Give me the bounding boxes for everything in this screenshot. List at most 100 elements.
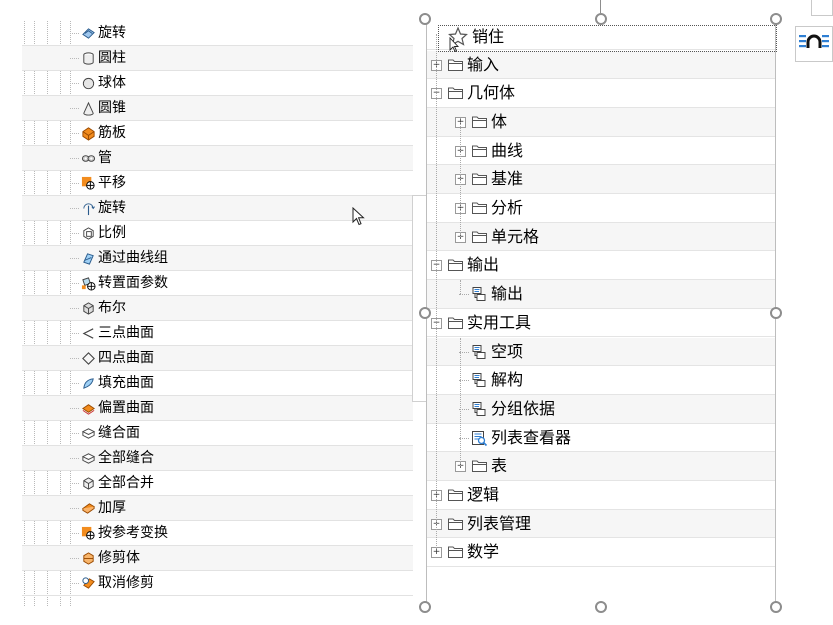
tree-item[interactable]: 修剪体 [22, 546, 413, 571]
tree-item[interactable]: 比例 [22, 221, 413, 246]
sew-all-icon [80, 450, 96, 466]
tree-connector [70, 433, 79, 434]
tree-item-label: 球体 [98, 75, 126, 91]
tree-item-label: 圆柱 [98, 50, 126, 66]
resize-handle-bottom-left[interactable] [419, 601, 431, 613]
tree-connector [70, 258, 79, 259]
library-tree-item[interactable]: +体 [427, 107, 775, 137]
library-tree-item[interactable]: +分析 [427, 194, 775, 223]
tree-item[interactable]: 取消修剪 [22, 571, 413, 596]
library-item-label: 输出 [491, 284, 524, 304]
tree-item[interactable]: 全部缝合 [22, 446, 413, 471]
tree-item[interactable]: 旋转 [22, 196, 413, 221]
tree-connector [70, 183, 79, 184]
library-item-label: 基准 [491, 169, 524, 189]
tree-item[interactable]: 球体 [22, 71, 413, 96]
untrim-icon [80, 575, 96, 591]
pin-label[interactable]: 销住 [472, 27, 505, 46]
library-tree-item[interactable]: 解构 [427, 366, 775, 395]
component-node-icon [471, 372, 488, 389]
tree-connector [70, 408, 79, 409]
library-tree-item[interactable]: 列表查看器 [427, 424, 775, 453]
library-tree-item[interactable]: −实用工具 [427, 309, 775, 338]
tree-connector [70, 108, 79, 109]
tree-guide-line [460, 337, 461, 467]
library-item-label: 表 [491, 456, 508, 476]
tree-item[interactable]: 转置面参数 [22, 271, 413, 296]
tree-connector [459, 437, 469, 439]
resize-handle-top-left[interactable] [419, 13, 431, 25]
library-tree-item[interactable]: +基准 [427, 165, 775, 194]
pin-icon[interactable] [447, 26, 469, 52]
tree-item-label: 圆锥 [98, 100, 126, 116]
folder-icon [471, 200, 489, 216]
pin-row-selection[interactable] [438, 25, 777, 52]
tree-item-label: 转置面参数 [98, 275, 168, 291]
expand-icon[interactable]: + [431, 547, 442, 559]
library-tree-item[interactable]: +输入 [427, 50, 775, 80]
tree-item[interactable]: 通过曲线组 [22, 246, 413, 271]
translate-icon [80, 175, 96, 191]
resize-handle-right[interactable] [770, 307, 782, 319]
tree-connector [459, 408, 469, 410]
reference-transform-icon [80, 525, 96, 541]
tree-item-label: 管 [98, 150, 112, 166]
boolean-icon [80, 300, 96, 316]
tree-item[interactable]: 平移 [22, 171, 413, 196]
library-item-label: 分析 [491, 198, 524, 217]
library-tree-item[interactable]: +曲线 [427, 137, 775, 166]
tree-item[interactable]: 四点曲面 [22, 346, 413, 371]
wrap-text-button[interactable] [795, 26, 833, 62]
resize-handle-bottom[interactable] [595, 601, 607, 613]
splitter-frame[interactable] [412, 195, 427, 402]
tree-item-label: 全部缝合 [98, 450, 154, 466]
pin-row[interactable] [427, 21, 775, 50]
resize-handle-top[interactable] [595, 13, 607, 25]
library-tree-item[interactable]: 空项 [427, 337, 775, 367]
library-item-label: 单元格 [491, 226, 540, 246]
left-command-tree: 旋转圆柱球体圆锥筋板管平移旋转比例通过曲线组转置面参数布尔三点曲面四点曲面填充曲… [22, 21, 413, 606]
tree-item[interactable]: 加厚 [22, 496, 413, 521]
rotate-icon [80, 200, 96, 216]
trim-body-icon [80, 550, 96, 566]
tree-connector [70, 483, 79, 484]
resize-handle-bottom-right[interactable] [770, 601, 782, 613]
tree-connector [459, 351, 469, 353]
library-tree-item[interactable]: 分组依据 [427, 394, 775, 424]
library-tree-item[interactable]: +表 [427, 452, 775, 481]
folder-icon [447, 315, 465, 331]
tree-item[interactable]: 全部合并 [22, 471, 413, 496]
resize-handle-left[interactable] [419, 307, 431, 319]
tree-item[interactable]: 三点曲面 [22, 321, 413, 346]
tree-item[interactable]: 按参考变换 [22, 521, 413, 546]
offset-surface-icon [80, 400, 96, 416]
library-tree-item[interactable]: −输出 [427, 251, 775, 281]
library-item-label: 实用工具 [467, 312, 532, 332]
component-node-icon [471, 344, 488, 361]
folder-icon [447, 257, 465, 273]
tree-item[interactable]: 布尔 [22, 296, 413, 321]
tree-item[interactable]: 旋转 [22, 21, 413, 46]
tree-connector [70, 558, 79, 559]
tree-item[interactable]: 缝合面 [22, 421, 413, 446]
ribbon-tab-fragment[interactable] [811, 0, 833, 16]
thicken-icon [80, 500, 96, 516]
library-item-label: 数学 [467, 542, 500, 562]
tree-item[interactable]: 偏置曲面 [22, 396, 413, 421]
tree-item[interactable]: 筋板 [22, 121, 413, 146]
library-tree-item[interactable]: 输出 [427, 280, 775, 309]
tree-item-label: 取消修剪 [98, 575, 154, 591]
tree-item[interactable]: 填充曲面 [22, 371, 413, 396]
tree-item[interactable]: 管 [22, 146, 413, 171]
library-tree-item[interactable]: + 数学 [427, 538, 775, 568]
tree-item[interactable]: 圆柱 [22, 46, 413, 71]
cone-icon [80, 100, 96, 116]
mouse-cursor-icon [352, 207, 365, 226]
library-tree-item[interactable]: +单元格 [427, 222, 775, 252]
library-tree-item[interactable]: −几何体 [427, 79, 775, 108]
library-tree-item[interactable]: +列表管理 [427, 509, 775, 539]
tree-item[interactable]: 圆锥 [22, 96, 413, 121]
folder-icon [447, 85, 465, 101]
library-tree-item[interactable]: +逻辑 [427, 481, 775, 510]
resize-handle-top-right[interactable] [770, 13, 782, 25]
